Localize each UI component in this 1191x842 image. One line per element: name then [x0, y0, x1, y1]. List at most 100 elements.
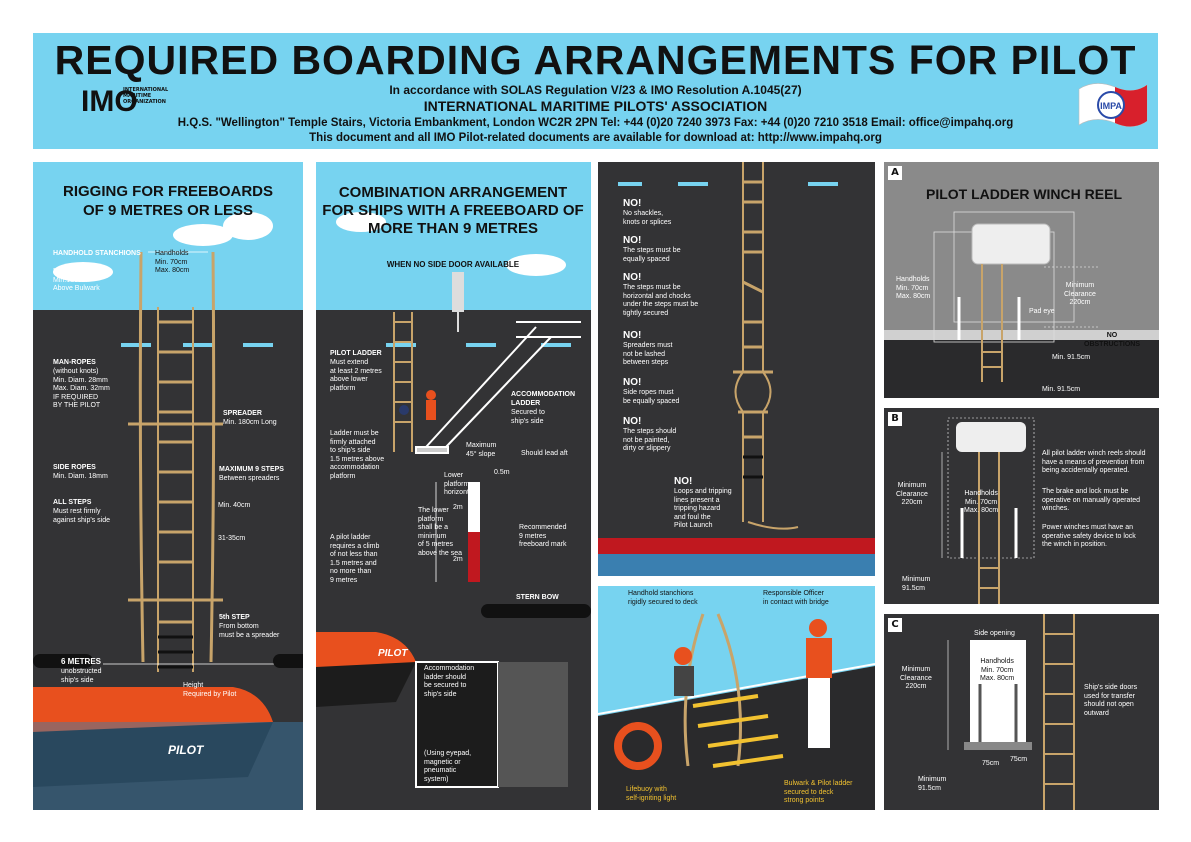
- bulwark-note: Bulwark & Pilot ladder secured to deck s…: [784, 780, 853, 804]
- stern-bow-label: STERN BOW: [516, 594, 559, 601]
- accom-ladder-spec: Secured to ship's side: [511, 409, 545, 425]
- winch-side-drawing: [941, 417, 1035, 604]
- winch-text-3: Power winches must have an operative saf…: [1042, 524, 1136, 548]
- no-heading: NO!: [623, 330, 642, 341]
- cloud: [223, 212, 273, 240]
- panel-no-list: NO! No shackles, knots or splices NO! Th…: [598, 162, 875, 576]
- winch-reel-drawing: [933, 211, 1099, 382]
- accom-ladder-title: ACCOMMODATION LADDER: [511, 391, 576, 407]
- panel-b-winch: B Minimum Clearance 220cm Handholds Min.…: [884, 408, 1159, 604]
- impa-logo-text: IMPA: [1100, 101, 1122, 111]
- pad-eye-label: Pad eye: [1029, 308, 1055, 315]
- panel-c-side-door: C Side opening Minimum Clearance 220cm H…: [884, 614, 1159, 810]
- min-915-label-a: Min. 91.5cm: [1052, 354, 1091, 361]
- manropes-title: MAN-ROPES: [53, 359, 96, 366]
- dash: [386, 343, 416, 347]
- six-metres-title: 6 METRES: [61, 657, 102, 666]
- dash: [466, 343, 496, 347]
- lower-horizontal-note: Lower platform horizontal: [444, 472, 475, 496]
- two-metre-label-b: 2m: [453, 556, 463, 563]
- org-address: H.Q.S. "Wellington" Temple Stairs, Victo…: [177, 117, 1014, 129]
- impa-flag-logo: IMPA: [1075, 77, 1151, 135]
- pilot-ladder-drawing: [33, 251, 303, 810]
- lower-minimum-note: The lower platform shall be a minimum of…: [418, 507, 462, 557]
- pilot-boat-label: PILOT: [168, 743, 204, 757]
- side-door-drawing: [947, 614, 1075, 810]
- climb-note: A pilot ladder requires a climb of not l…: [330, 534, 380, 584]
- lead-aft-note: Should lead aft: [521, 450, 568, 457]
- no-text: Spreaders must not be lashed between ste…: [623, 342, 673, 366]
- no-heading: NO!: [674, 476, 693, 487]
- dash: [678, 182, 708, 186]
- hull: [884, 340, 1159, 398]
- handholds-label: Handholds Min. 70cm Max. 80cm: [964, 490, 999, 514]
- pilot-ladder-spec: Must extend at least 2 metres above lowe…: [330, 359, 382, 392]
- imo-logo: IMO: [81, 85, 138, 118]
- no-item-0: NO! No shackles, knots or splices: [623, 198, 671, 227]
- no-item-3: NO! Spreaders must not be lashed between…: [623, 330, 672, 368]
- panel2-subtitle: WHEN NO SIDE DOOR AVAILABLE: [386, 260, 520, 269]
- pilot-ladder-title: PILOT LADDER: [330, 350, 382, 357]
- panel2-title: COMBINATION ARRANGEMENT FOR SHIPS WITH A…: [322, 184, 584, 237]
- imo-logo-sub: INTERNATIONAL MARITIME ORGANIZATION: [123, 87, 169, 105]
- dash: [243, 343, 273, 347]
- dash: [541, 343, 571, 347]
- no-item-2: NO! The steps must be horizontal and cho…: [623, 272, 698, 318]
- min-915-label-b: Min. 91.5cm: [1042, 386, 1081, 393]
- stanchions-note: Handhold stanchions rigidly secured to d…: [628, 590, 698, 606]
- siderope-spec: Min. Diam. 18mm: [53, 473, 108, 480]
- no-item-6: NO! Loops and tripping lines present a t…: [674, 476, 732, 531]
- dash: [183, 343, 213, 347]
- no-item-1: NO! The steps must be equally spaced: [623, 235, 681, 264]
- defective-ladder-drawing: [598, 162, 875, 576]
- page-title: REQUIRED BOARDING ARRANGEMENTS FOR PILOT: [54, 37, 1137, 83]
- no-heading: NO!: [623, 198, 642, 209]
- deck-scene-drawing: [598, 613, 875, 810]
- spreader-spec: Min. 180cm Long: [223, 419, 277, 426]
- fifth-step-spec: From bottom must be a spreader: [219, 623, 280, 639]
- no-heading: NO!: [623, 272, 642, 283]
- no-text: The steps must be equally spaced: [623, 247, 681, 263]
- page-subtitle: In accordance with SOLAS Regulation V/23…: [389, 83, 802, 97]
- pilot-boat-label: PILOT: [378, 648, 408, 659]
- stanchions-title: HANDHOLD STANCHIONS: [53, 250, 141, 257]
- cloud: [336, 212, 386, 232]
- lifebuoy-note: Lifebuoy with self-igniting light: [626, 786, 677, 802]
- officer-note: Responsible Officer in contact with brid…: [763, 590, 829, 606]
- winch-text-2: The brake and lock must be operative on …: [1042, 488, 1141, 512]
- recommended-note: Recommended 9 metres freeboard mark: [519, 524, 567, 548]
- panel-letter: C: [888, 618, 902, 632]
- winch-text-1: All pilot ladder winch reels should have…: [1042, 450, 1146, 474]
- download-note: This document and all IMO Pilot-related …: [309, 132, 882, 144]
- no-heading: NO!: [623, 416, 642, 427]
- cloud: [506, 254, 566, 276]
- maxsteps-spec: Between spreaders: [219, 475, 280, 482]
- no-obstructions-label: NO OBSTRUCTIONS: [1084, 332, 1140, 348]
- header-banner: REQUIRED BOARDING ARRANGEMENTS FOR PILOT…: [33, 33, 1158, 149]
- no-heading: NO!: [623, 235, 642, 246]
- min-40-label: Min. 40cm: [218, 502, 251, 509]
- no-text: Side ropes must be equally spaced: [623, 389, 680, 405]
- width-75-label-b: 75cm: [1010, 756, 1028, 763]
- slope-note: Maximum 45° slope: [466, 442, 497, 458]
- attached-note: Ladder must be firmly attached to ship's…: [330, 430, 385, 480]
- panel-a-winch-reel: A PILOT LADDER WINCH REEL Handholds Min.…: [884, 162, 1159, 398]
- height-label: Height Required by Pilot: [183, 682, 237, 698]
- panel-letter: B: [888, 412, 902, 426]
- combination-drawing: [316, 272, 591, 788]
- org-name: INTERNATIONAL MARITIME PILOTS' ASSOCIATI…: [423, 98, 768, 114]
- cloud: [173, 224, 233, 246]
- no-item-4: NO! Side ropes must be equally spaced: [623, 377, 679, 406]
- clearance-label: Minimum Clearance 220cm: [900, 666, 932, 690]
- handholds-label: Handholds Min. 70cm Max. 80cm: [980, 658, 1015, 682]
- doors-note: Ship's side doors used for transfer shou…: [1084, 684, 1138, 717]
- no-text: The steps must be horizontal and chocks …: [623, 284, 699, 317]
- spacing-label: 31-35cm: [218, 535, 246, 542]
- dash: [121, 343, 151, 347]
- no-text: The steps should not be painted, dirty o…: [623, 428, 677, 452]
- no-heading: NO!: [623, 377, 642, 388]
- panel-boarding-deck: Handhold stanchions rigidly secured to d…: [598, 586, 875, 810]
- deck-edge: [884, 330, 1159, 340]
- no-text: Loops and tripping lines present a tripp…: [674, 488, 732, 529]
- allsteps-title: ALL STEPS: [53, 499, 92, 506]
